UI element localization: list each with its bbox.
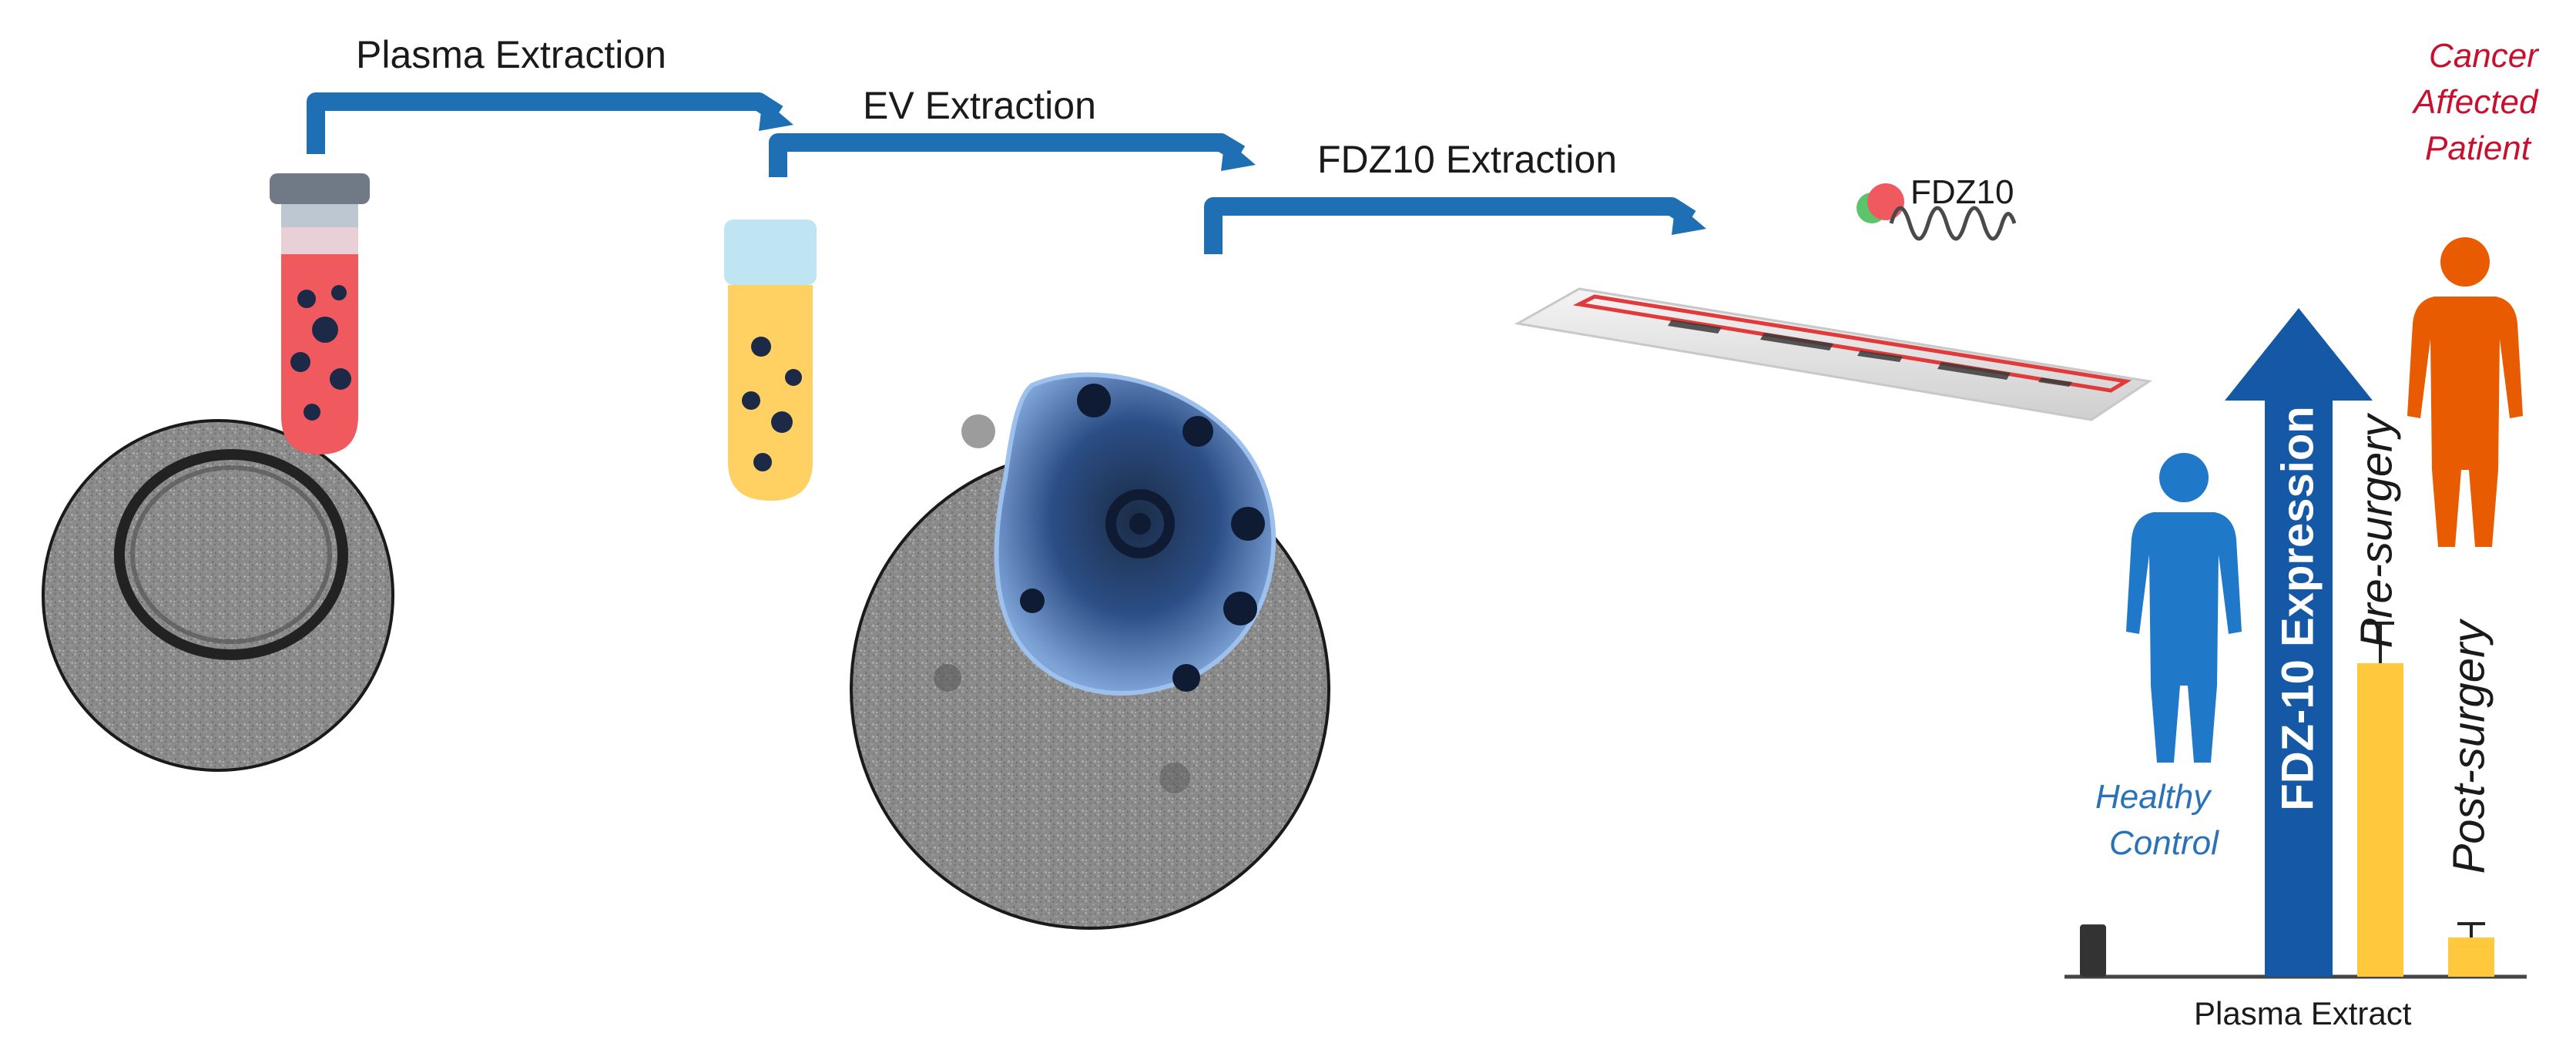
expression-arrow (2225, 308, 2373, 977)
label-plasma-extraction: Plasma Extraction (356, 33, 666, 76)
category-label-post-surgery: Post-surgery (2444, 620, 2494, 874)
bar-pre-surgery (2357, 662, 2403, 977)
arrow-fdz10-extraction (1204, 197, 1696, 254)
category-label-pre-surgery: Pre-surgery (2351, 414, 2402, 649)
blood-tube-icon (270, 173, 370, 454)
arrow-ev-extraction (769, 133, 1246, 177)
label-fdz10-protein: FDZ10 (1910, 173, 2014, 211)
expression-chart (2064, 308, 2527, 979)
label-ev-extraction: EV Extraction (863, 84, 1096, 127)
x-axis-label: Plasma Extract (2194, 995, 2412, 1031)
label-cancer-line1: Cancer (2429, 37, 2538, 75)
bar-healthy-control (2080, 924, 2106, 977)
bar-post-surgery (2448, 937, 2494, 977)
healthy-person-icon (2126, 453, 2242, 763)
cancer-person-icon (2407, 237, 2523, 547)
em-image-vesicle (42, 419, 394, 772)
label-fdz10-extraction: FDZ10 Extraction (1317, 138, 1618, 181)
arrow-plasma-extraction (307, 92, 783, 154)
ev-tube-icon (724, 220, 817, 501)
arrowhead-fdz10 (1672, 203, 1706, 235)
em-image-ev (850, 372, 1330, 930)
arrowhead-ev (1221, 139, 1256, 171)
label-cancer-line2: Affected (2413, 83, 2538, 121)
label-cancer-line3: Patient (2425, 129, 2531, 167)
label-healthy-line1: Healthy (2095, 778, 2211, 816)
blot-strip (1514, 287, 2153, 421)
label-healthy-line2: Control (2109, 824, 2219, 862)
fdz10-protein-icon (1857, 183, 2017, 241)
arrowhead-plasma (759, 99, 793, 131)
arrow-heads (759, 99, 1706, 235)
y-axis-label: FDZ-10 Expression (2272, 406, 2323, 811)
